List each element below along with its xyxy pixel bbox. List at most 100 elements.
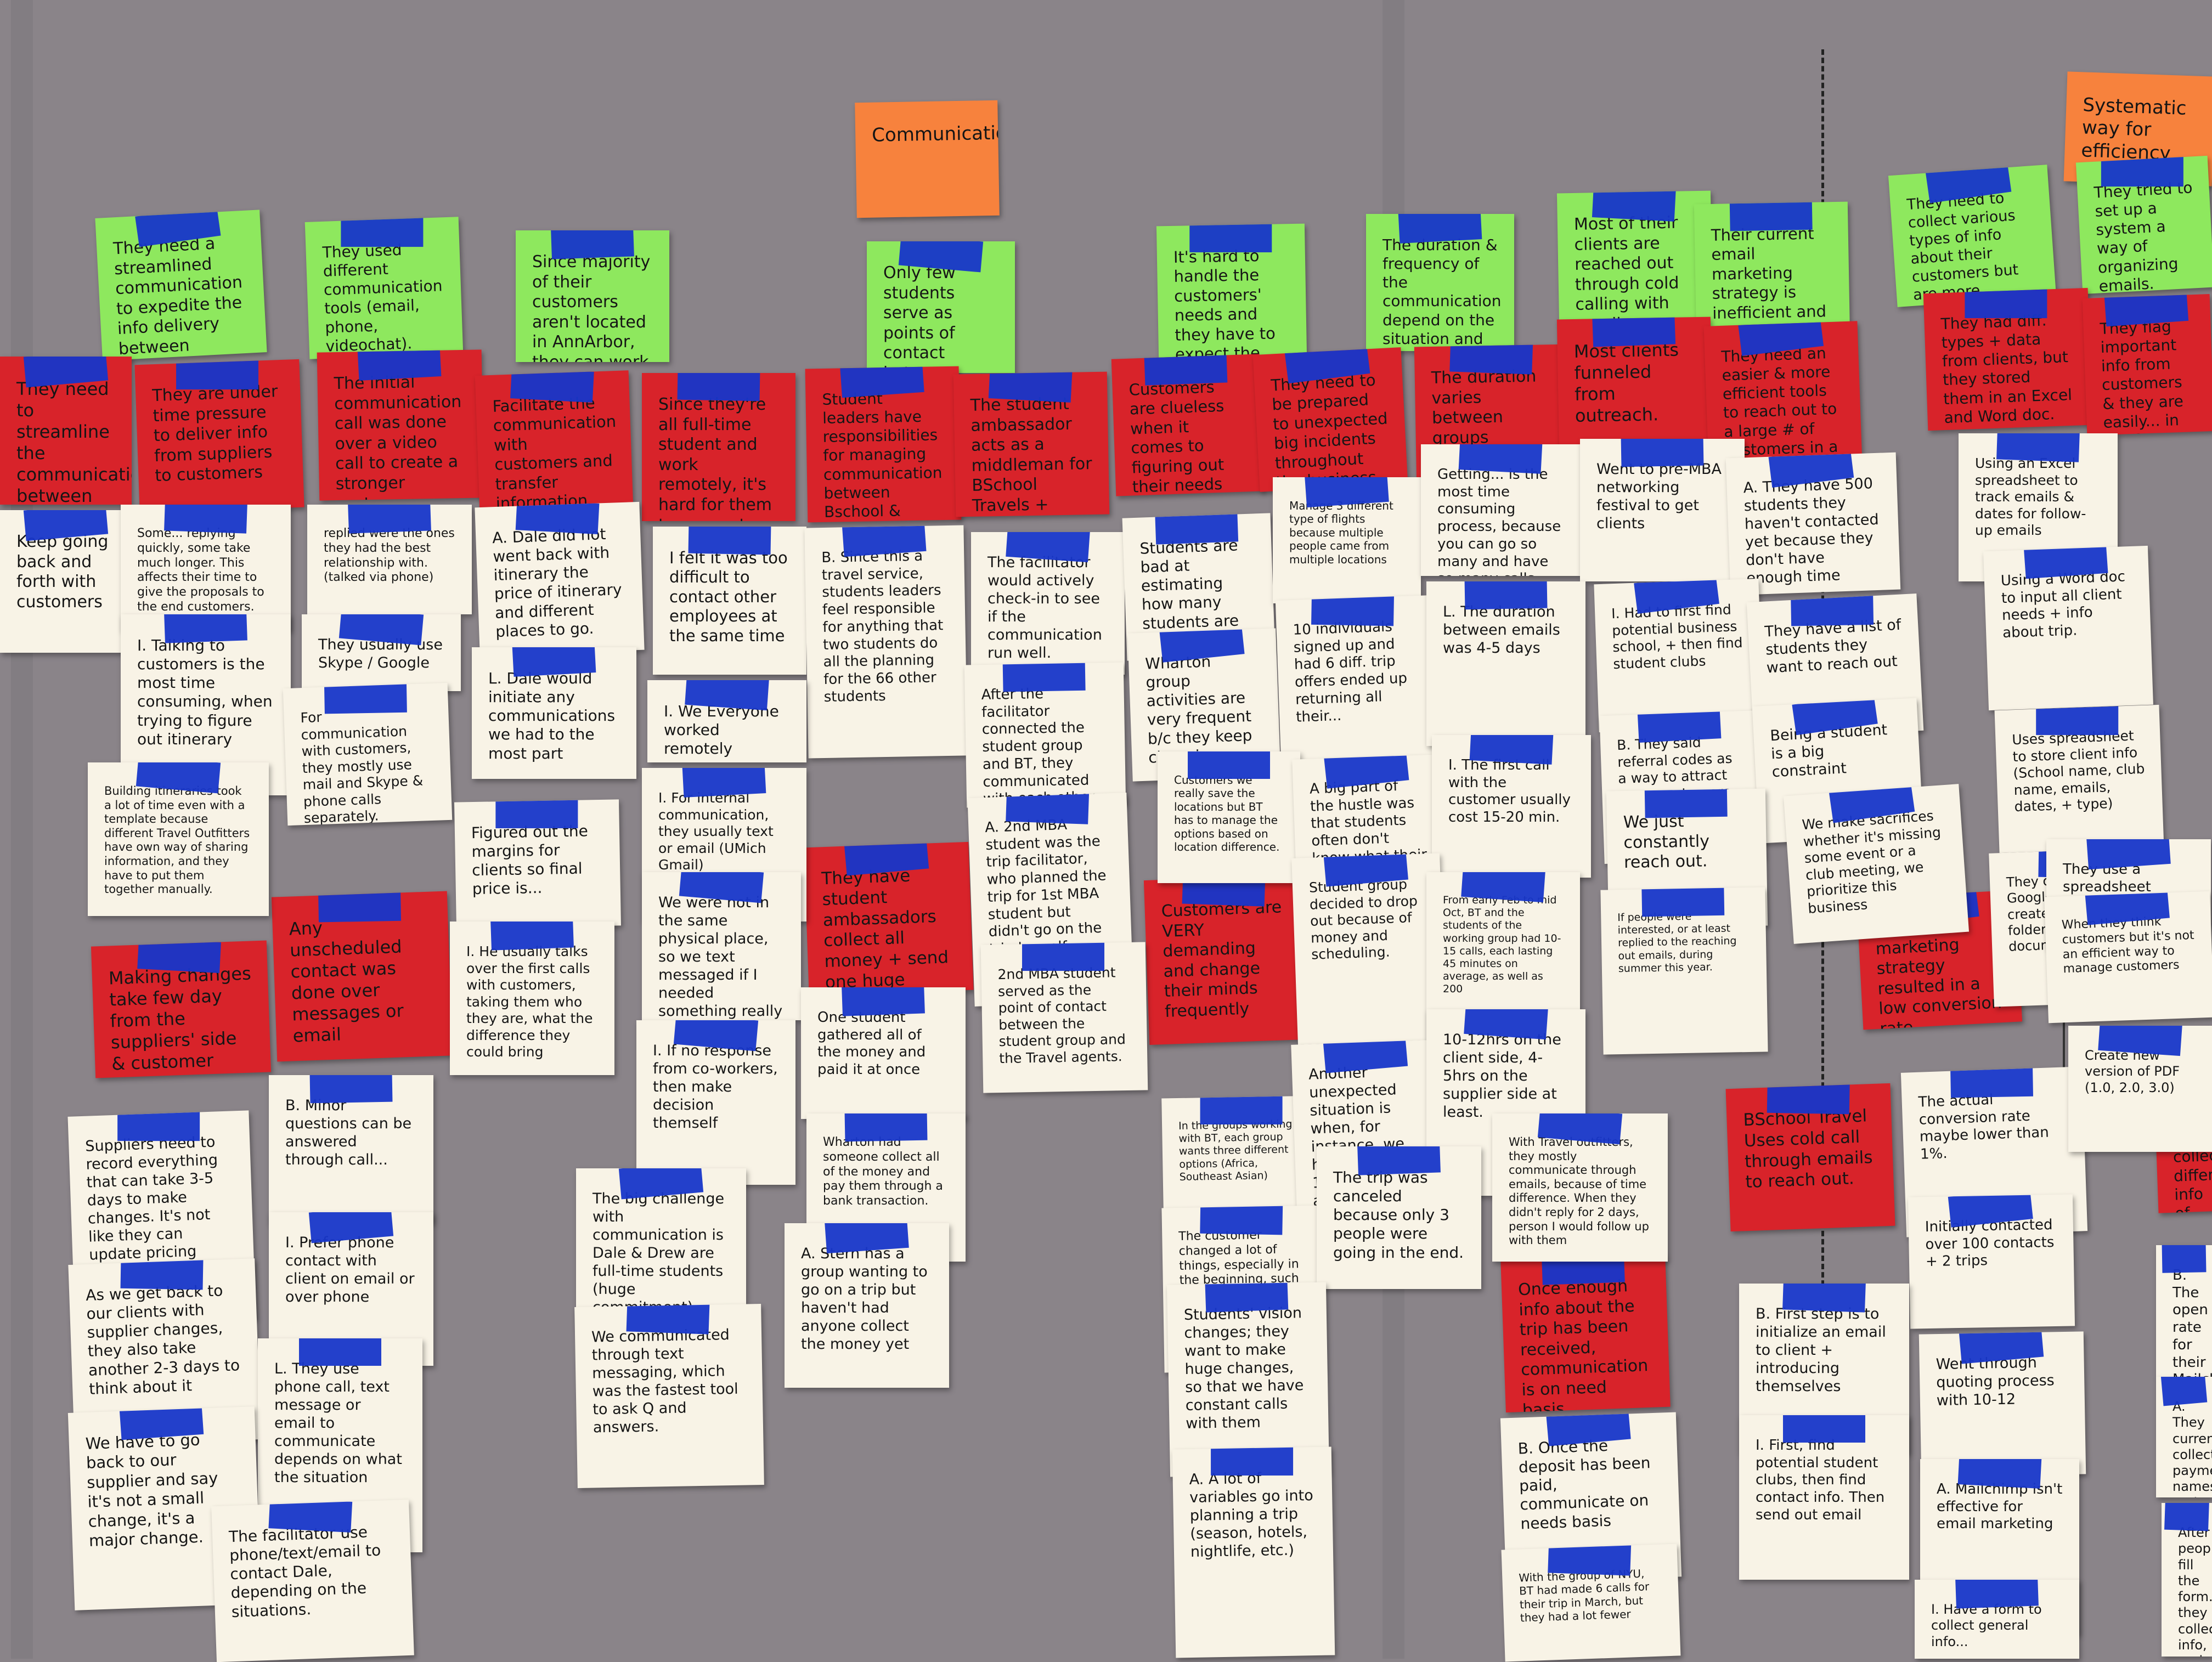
cream-index-card: We make sacrifices whether it's missing … [1783, 784, 1970, 944]
blue-tape [626, 1304, 710, 1335]
note-text: They need to be prepared to unexpected b… [1270, 370, 1389, 492]
note-text: I. For internal communication, they usua… [658, 790, 774, 873]
cream-index-card: Using an Excel spreadsheet to track emai… [1959, 433, 2118, 581]
blue-tape [2023, 545, 2108, 579]
cream-index-card: One student gathered all of the money an… [801, 987, 966, 1119]
blue-tape [1996, 433, 2080, 462]
cream-index-card: The facilitator use phone/text/email to … [211, 1499, 414, 1662]
blue-tape [988, 371, 1073, 403]
note-text: They flag important info from customers … [2100, 317, 2184, 436]
blue-tape [682, 768, 766, 798]
green-sticky-note: They need to collect various types of in… [1888, 165, 2057, 307]
note-text: It's hard to handle the customers' needs… [1173, 246, 1276, 358]
note-text: The big challenge with communication is … [592, 1190, 725, 1316]
red-sticky-note: Once enough info about the trip has been… [1500, 1253, 1671, 1413]
cream-index-card: Some... replying quickly, some take much… [121, 505, 291, 631]
blue-tape [840, 366, 924, 398]
note-text: Manage 3 different type of flights becau… [1289, 499, 1393, 566]
blue-tape [1955, 1580, 2039, 1609]
cream-index-card: Create new version of PDF (1.0, 2.0, 3.0… [2068, 1026, 2212, 1152]
cream-index-card: L. The duration between emails was 4-5 d… [1426, 581, 1585, 746]
blue-tape [268, 1499, 353, 1533]
note-text: I. We Everyone worked remotely [664, 702, 779, 758]
note-text: Getting... is the most time consuming pr… [1437, 466, 1561, 576]
cream-index-card: 2nd MBA student served as the point of c… [980, 942, 1148, 1093]
red-sticky-note: Customers are VERY demanding and change … [1143, 875, 1309, 1045]
cream-index-card: Went through quoting process with 10-12 [1918, 1331, 2086, 1477]
note-text: They usually use Skype / Google [318, 636, 443, 671]
cream-index-card: I. Have a form to collect general info..… [1915, 1580, 2079, 1659]
note-text: They used different communication tools … [322, 240, 443, 359]
blue-tape [512, 647, 596, 677]
note-text: Since they're all full-time student and … [658, 395, 772, 521]
green-sticky-note: Most of their clients are reached out th… [1556, 190, 1713, 325]
cream-index-card: After people fill the form... they colle… [2162, 1503, 2212, 1657]
note-text: A. Stern has a group wanting to go on a … [801, 1245, 928, 1353]
cream-index-card: I. Had to first find potential business … [1594, 578, 1764, 733]
note-text: B. Once the deposit has been paid, commu… [1517, 1436, 1651, 1533]
cream-index-card: Customers we really save the locations b… [1158, 751, 1300, 883]
blue-tape [1644, 788, 1728, 818]
note-text: Any unscheduled contact was done over me… [289, 917, 404, 1047]
note-text: I. Have a form to collect general info..… [1931, 1602, 2042, 1649]
cream-index-card: A. Dale did not went back with itinerary… [475, 501, 645, 656]
note-text: They are under time pressure to deliver … [151, 382, 278, 486]
blue-tape [164, 505, 247, 534]
note-text: Went through quoting process with 10-12 [1936, 1354, 2055, 1409]
note-text: L. Dale would initiate any communication… [488, 669, 616, 762]
note-text: Once enough info about the trip has been… [1517, 1276, 1649, 1413]
note-text: Building itineraries took a lot of time … [104, 784, 250, 896]
note-text: Wharton group activities are very freque… [1144, 652, 1252, 767]
red-sticky-note: They have student ambassadors collect al… [804, 841, 974, 996]
cream-index-card: I felt it was too difficult to contact o… [653, 527, 806, 675]
dashed-divider [1821, 472, 1824, 1459]
note-text: The facilitator would actively check-in … [988, 554, 1102, 662]
blue-tape [1621, 439, 1704, 467]
blue-tape [2086, 839, 2171, 870]
cream-index-card: For communication with customers, they m… [283, 682, 453, 826]
blue-tape [677, 373, 760, 402]
note-text: B. The open rate for their Mailchimp cam… [2172, 1267, 2212, 1377]
blue-tape [1200, 1205, 1283, 1235]
note-text: B. First step is to initialize an email … [1756, 1305, 1886, 1395]
blue-tape [2101, 156, 2183, 187]
note-text: From early Feb to mid Oct, BT and the st… [1443, 894, 1561, 996]
note-text: The facilitator use phone/text/email to … [228, 1523, 381, 1621]
blue-tape [318, 891, 402, 923]
note-text: 2nd MBA student served as the point of c… [997, 964, 1126, 1066]
cream-index-card: B. Since this a travel service, students… [804, 525, 968, 759]
blue-tape [176, 359, 259, 390]
blue-tape [1200, 1095, 1283, 1125]
cream-index-card: A. Stern has a group wanting to go on a … [785, 1223, 949, 1388]
green-sticky-note: They need a streamlined communication to… [95, 210, 267, 361]
note-text: Communication [871, 122, 1000, 146]
blue-tape [1449, 344, 1533, 375]
blue-tape [324, 682, 407, 714]
cream-index-card: I. We Everyone worked remotely [647, 680, 806, 762]
blue-tape [2160, 1377, 2208, 1406]
note-text: They need a streamlined communication to… [112, 234, 243, 361]
cream-index-card: Manage 3 different type of flights becau… [1273, 477, 1421, 603]
note-text: Students' vision changes; they want to m… [1183, 1304, 1304, 1432]
blue-tape [1957, 1459, 2042, 1489]
note-text: When they think customers but it's not a… [2061, 914, 2194, 976]
note-text: Keep going back and forth with customers [16, 532, 109, 612]
note-text: The student ambassador acts as a middlem… [970, 394, 1092, 517]
note-text: They tried to set up a system a way of o… [2093, 178, 2193, 295]
blue-tape [348, 505, 431, 534]
blue-tape [1189, 223, 1272, 253]
note-text: A. A lot of variables go into planning a… [1189, 1469, 1314, 1561]
note-text: A. Dale did not went back with itinerary… [492, 525, 623, 641]
note-text: B. Since this a travel service, students… [821, 547, 944, 705]
red-sticky-note: They need to streamline the communicatio… [0, 357, 132, 505]
note-text: BSchool Travel Uses cold call through em… [1742, 1106, 1873, 1192]
note-text: replied were the ones they had the best … [324, 527, 455, 585]
red-sticky-note: BSchool Travel Uses cold call through em… [1725, 1083, 1895, 1232]
note-text: I. If no response from co-workers, then … [653, 1042, 778, 1132]
note-text: L. They use phone call, text message or … [274, 1360, 402, 1486]
blue-tape [1006, 793, 1090, 824]
blue-tape [1767, 1083, 1850, 1115]
note-text: Went to pre-MBA networking festival to g… [1596, 461, 1722, 532]
cream-index-card: We communicated through text messaging, … [574, 1304, 764, 1488]
note-text: If people were interested, or at least r… [1617, 910, 1737, 975]
